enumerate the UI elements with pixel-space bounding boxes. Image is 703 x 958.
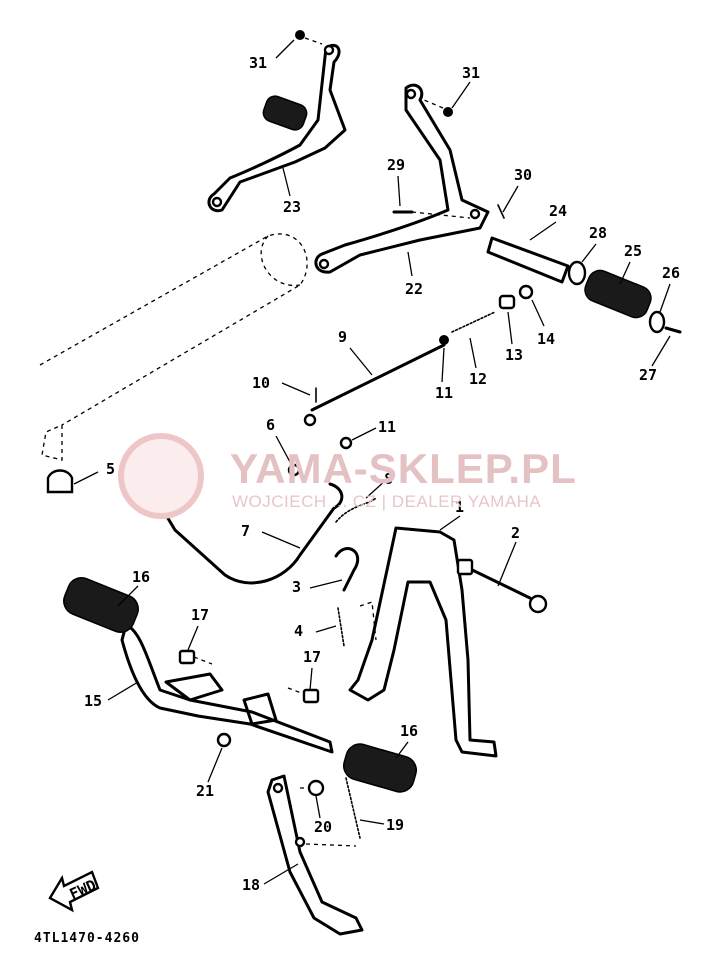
part-1-main-stand <box>348 526 498 758</box>
callout-11-upper: 11 <box>435 384 453 402</box>
callout-4: 4 <box>294 622 303 640</box>
part-13-joint <box>498 294 516 310</box>
callout-17-right: 17 <box>303 648 321 666</box>
callout-27: 27 <box>639 366 657 384</box>
part-16-grip-right <box>342 743 418 793</box>
part-30-cotter-pin <box>497 204 505 219</box>
callout-24: 24 <box>549 202 567 220</box>
part-29-bolt <box>392 210 471 219</box>
leader-lines <box>73 39 671 885</box>
part-19-side-stand-spring <box>305 777 361 847</box>
callout-2: 2 <box>511 524 520 542</box>
callout-labels: 31 31 23 29 30 24 28 25 26 27 22 9 13 14… <box>84 54 680 894</box>
callout-22: 22 <box>405 280 423 298</box>
callout-31-upper: 31 <box>249 54 267 72</box>
part-2-stand-shaft <box>456 558 548 614</box>
part-6-washer <box>287 463 301 477</box>
part-31-bolt-right <box>423 99 453 117</box>
callout-26: 26 <box>662 264 680 282</box>
callout-15: 15 <box>84 692 102 710</box>
part-14-clip <box>518 284 534 300</box>
callout-1: 1 <box>455 498 464 516</box>
part-11-nut-upper <box>439 335 449 345</box>
callout-18: 18 <box>242 876 260 894</box>
callout-7: 7 <box>241 522 250 540</box>
part-23-rear-footrest-bracket <box>207 43 347 213</box>
part-11-nut-lower <box>339 436 353 450</box>
callout-25: 25 <box>624 242 642 260</box>
callout-9: 9 <box>338 328 347 346</box>
callout-31-right: 31 <box>462 64 480 82</box>
callout-16-left: 16 <box>132 568 150 586</box>
callout-3: 3 <box>292 578 301 596</box>
fwd-arrow-icon: FWD <box>48 870 100 913</box>
part-27-clip <box>664 326 682 334</box>
part-25-footrest-grip <box>584 269 652 319</box>
part-17-bolt-right <box>287 687 320 704</box>
part-15-front-footrest-bar <box>120 623 334 754</box>
callout-20: 20 <box>314 818 332 836</box>
part-8-spring <box>335 497 377 523</box>
part-9-brake-rod <box>303 343 446 427</box>
callout-29: 29 <box>387 156 405 174</box>
callout-19: 19 <box>386 816 404 834</box>
part-31-bolt-upper <box>295 30 323 45</box>
part-20-bolt <box>300 779 325 797</box>
callout-16-right: 16 <box>400 722 418 740</box>
part-28-washer <box>567 260 587 286</box>
muffler-outline <box>39 233 308 461</box>
callout-28: 28 <box>589 224 607 242</box>
callout-17-left: 17 <box>191 606 209 624</box>
callout-8: 8 <box>384 470 393 488</box>
callout-23: 23 <box>283 198 301 216</box>
diagram-code: 4TL1470-4260 <box>34 931 140 946</box>
part-12-spring <box>451 311 496 333</box>
part-21-nut <box>216 732 232 748</box>
watermark-subtitle: WOJCIECH ... CZ | DEALER YAMAHA <box>232 492 542 511</box>
part-5-damper <box>46 469 74 494</box>
callout-6: 6 <box>266 416 275 434</box>
part-24-footrest-pin <box>486 236 570 284</box>
part-26-washer <box>648 310 666 334</box>
callout-11-lower: 11 <box>378 418 396 436</box>
part-17-bolt-left <box>178 649 213 665</box>
callout-30: 30 <box>514 166 532 184</box>
part-16-grip-left <box>63 576 139 634</box>
callout-12: 12 <box>469 370 487 388</box>
part-3-hook <box>334 547 360 592</box>
callout-5: 5 <box>106 460 115 478</box>
watermark-title: YAMA-SKLEP.PL <box>230 445 577 492</box>
watermark-logo-icon <box>118 433 204 519</box>
callout-21: 21 <box>196 782 214 800</box>
callout-14: 14 <box>537 330 555 348</box>
part-18-side-stand <box>266 774 364 936</box>
callout-13: 13 <box>505 346 523 364</box>
callout-10: 10 <box>252 374 270 392</box>
part-4-spring <box>337 601 377 647</box>
part-22-rear-footrest-bracket <box>314 83 490 274</box>
